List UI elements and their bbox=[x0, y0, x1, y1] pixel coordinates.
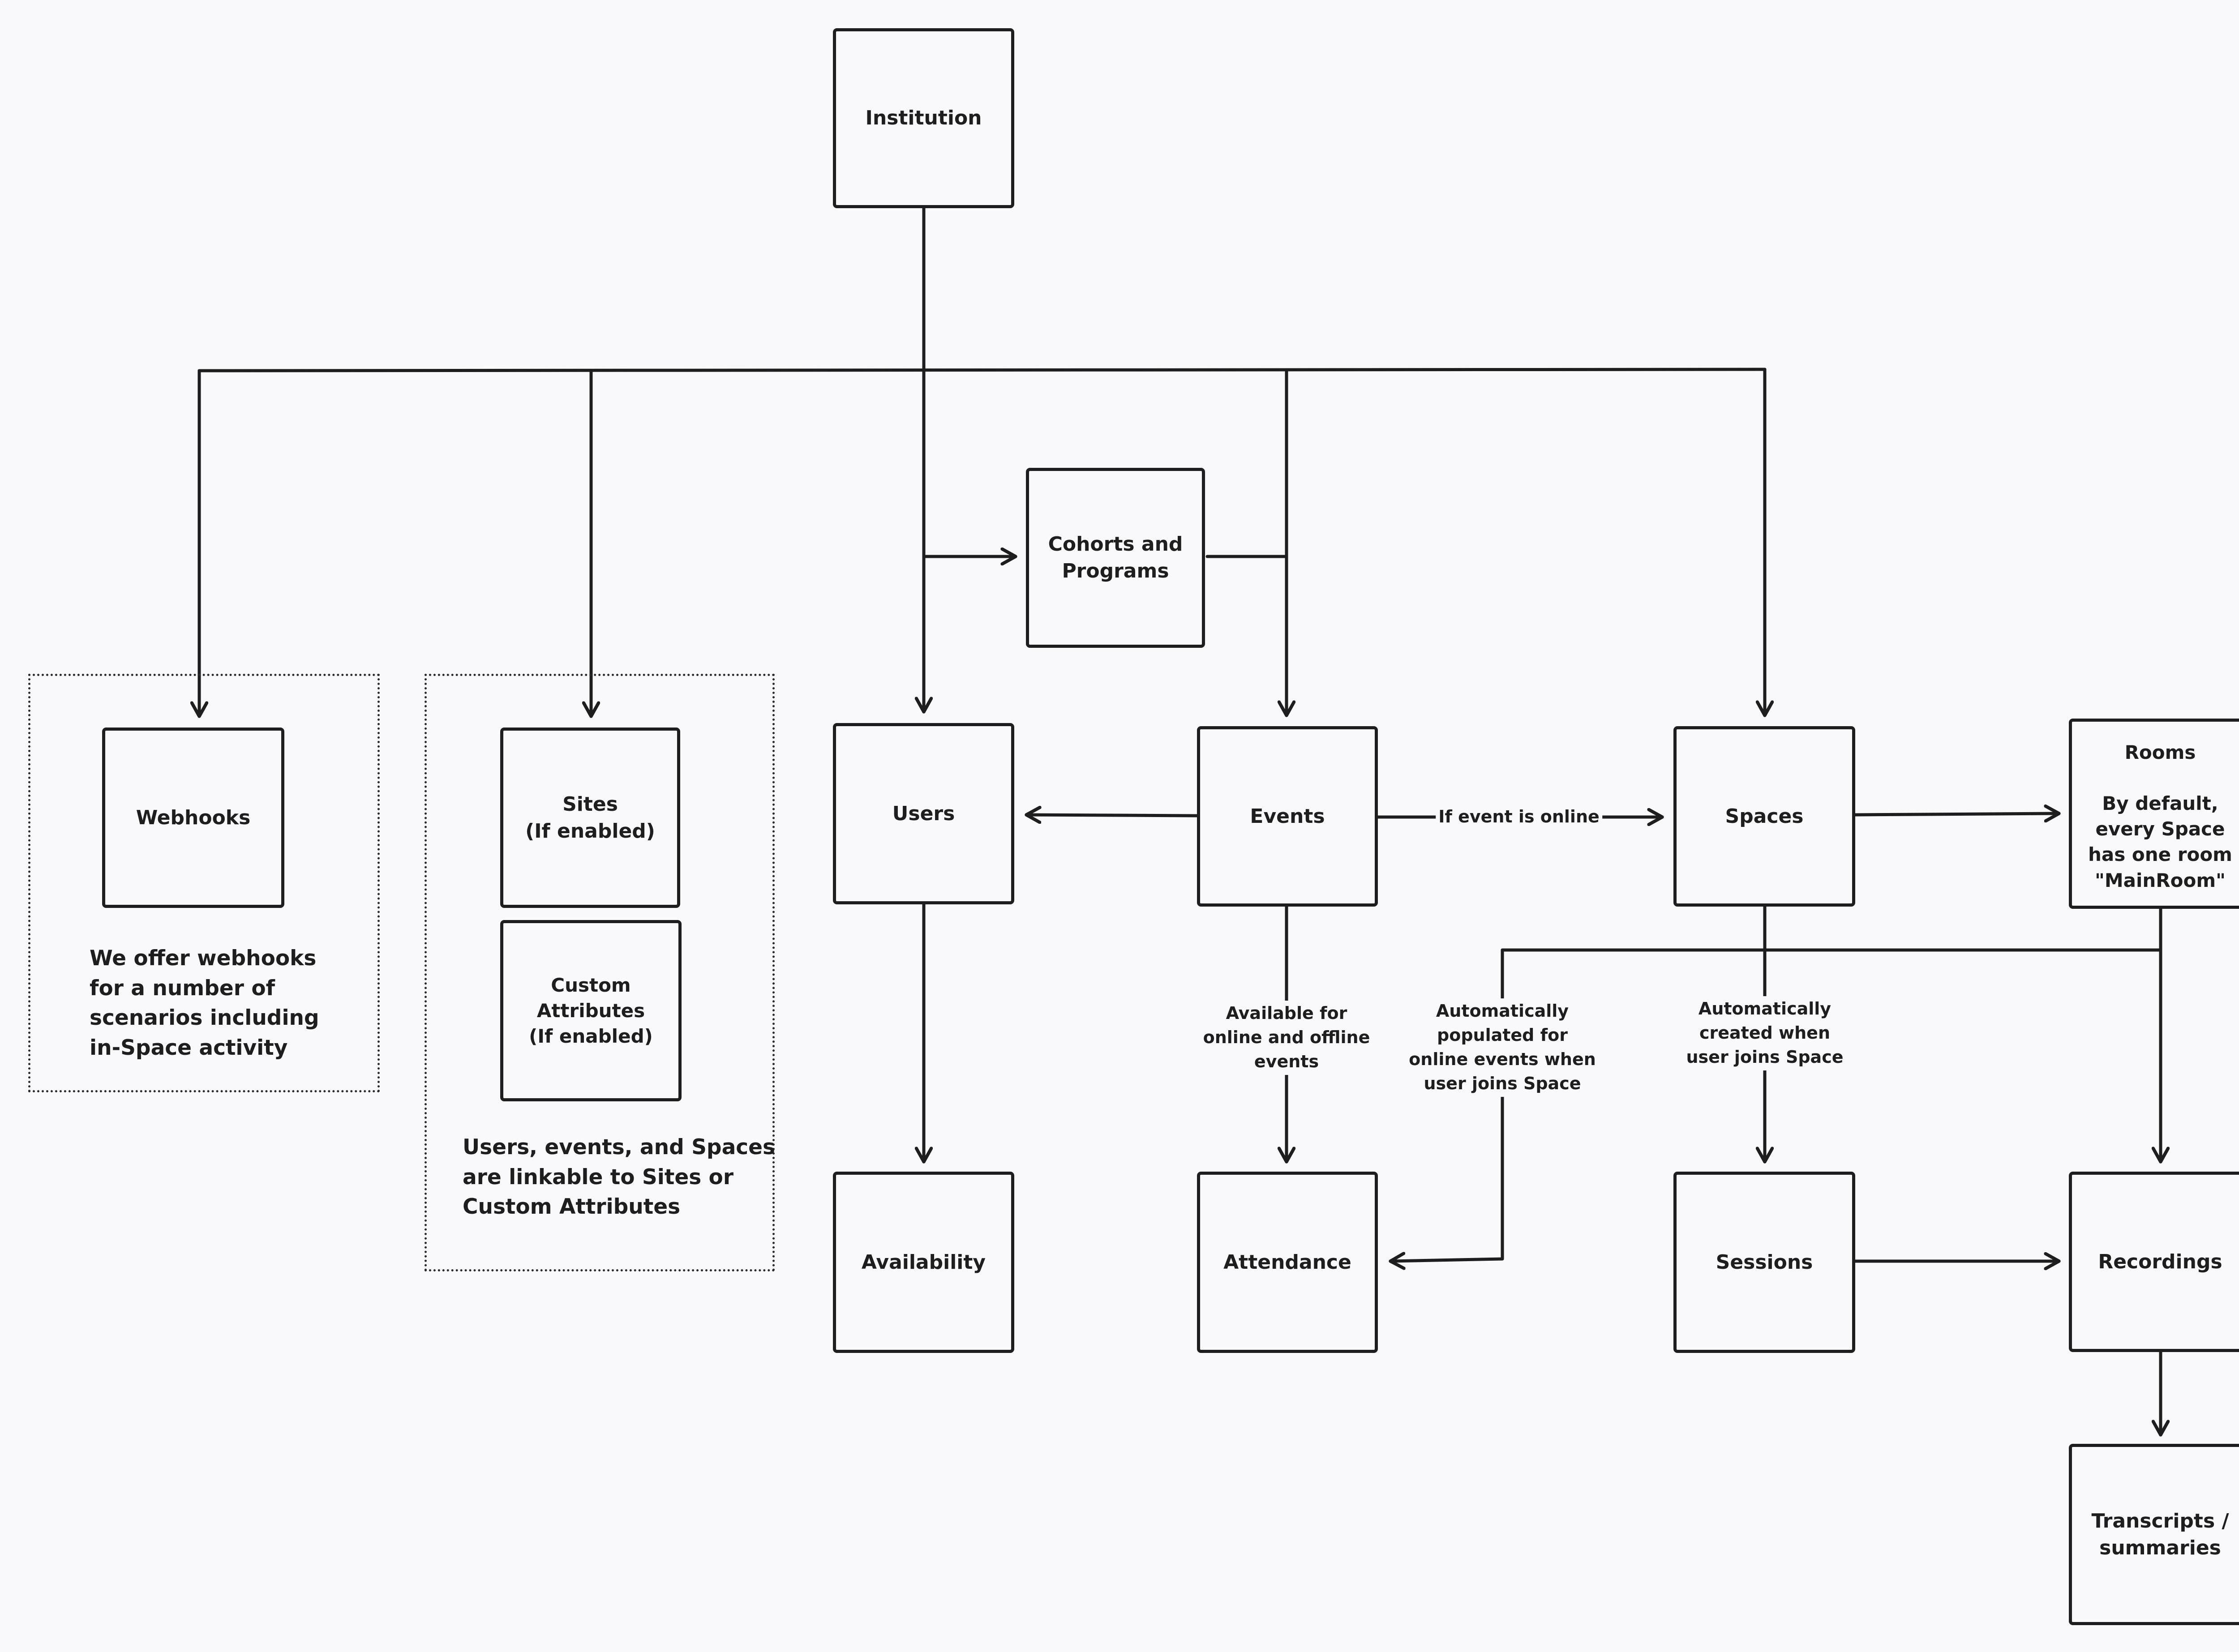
rooms-node[interactable]: Rooms By default, every Space has one ro… bbox=[2069, 719, 2239, 909]
attendance-node[interactable]: Attendance bbox=[1197, 1172, 1378, 1353]
edge-label-if-online: If event is online bbox=[1436, 804, 1602, 830]
transcripts-summaries-node[interactable]: Transcripts / summaries bbox=[2069, 1444, 2239, 1625]
edge-label-auto-created: Automatically created when user joins Sp… bbox=[1683, 996, 1846, 1070]
sites-attributes-group bbox=[425, 674, 775, 1271]
sessions-node[interactable]: Sessions bbox=[1673, 1172, 1855, 1353]
availability-node[interactable]: Availability bbox=[833, 1172, 1014, 1353]
recordings-node[interactable]: Recordings bbox=[2069, 1172, 2239, 1352]
users-node[interactable]: Users bbox=[833, 723, 1014, 904]
webhooks-node[interactable]: Webhooks bbox=[102, 728, 284, 908]
events-node[interactable]: Events bbox=[1197, 726, 1378, 907]
linkable-note: Users, events, and Spaces are linkable t… bbox=[463, 1135, 776, 1220]
edge-branch-bar bbox=[197, 368, 1767, 372]
edge-spaces-to-rooms bbox=[1853, 813, 2059, 815]
sites-node[interactable]: Sites (If enabled) bbox=[500, 728, 680, 908]
edge-label-available: Available for online and offline events bbox=[1200, 1001, 1373, 1075]
webhooks-group bbox=[28, 674, 380, 1092]
institution-node[interactable]: Institution bbox=[833, 28, 1014, 208]
cohorts-programs-node[interactable]: Cohorts and Programs bbox=[1026, 468, 1205, 648]
edge-events-to-users bbox=[1026, 815, 1199, 816]
spaces-node[interactable]: Spaces bbox=[1673, 726, 1855, 907]
edge-spaces-to-attendance bbox=[1390, 948, 1504, 1261]
webhooks-note: We offer webhooks for a number of scenar… bbox=[90, 946, 319, 1061]
custom-attributes-node[interactable]: Custom Attributes (If enabled) bbox=[500, 920, 682, 1101]
edge-spaces-split bbox=[1501, 905, 2162, 952]
edge-label-auto-populated: Automatically populated for online event… bbox=[1406, 998, 1599, 1097]
